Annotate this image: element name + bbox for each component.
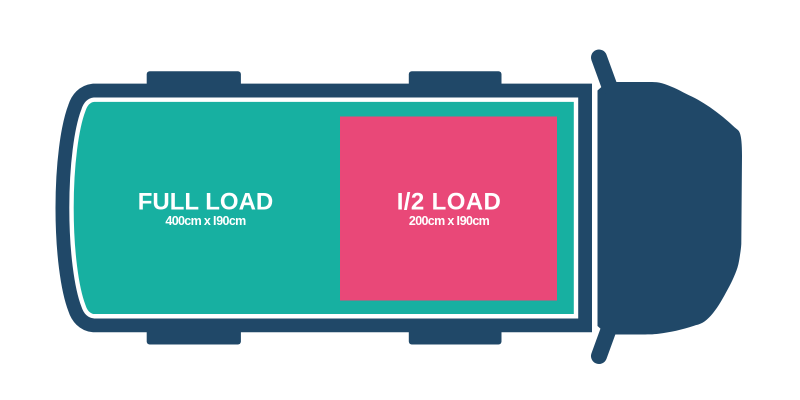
svg-text:I/2 LOAD: I/2 LOAD bbox=[397, 189, 502, 216]
svg-text:FULL LOAD: FULL LOAD bbox=[138, 189, 274, 216]
svg-text:200cm x I 90cm: 200cm x I 90cm bbox=[409, 214, 490, 228]
svg-text:400cm x I 90cm: 400cm x I 90cm bbox=[165, 214, 246, 228]
